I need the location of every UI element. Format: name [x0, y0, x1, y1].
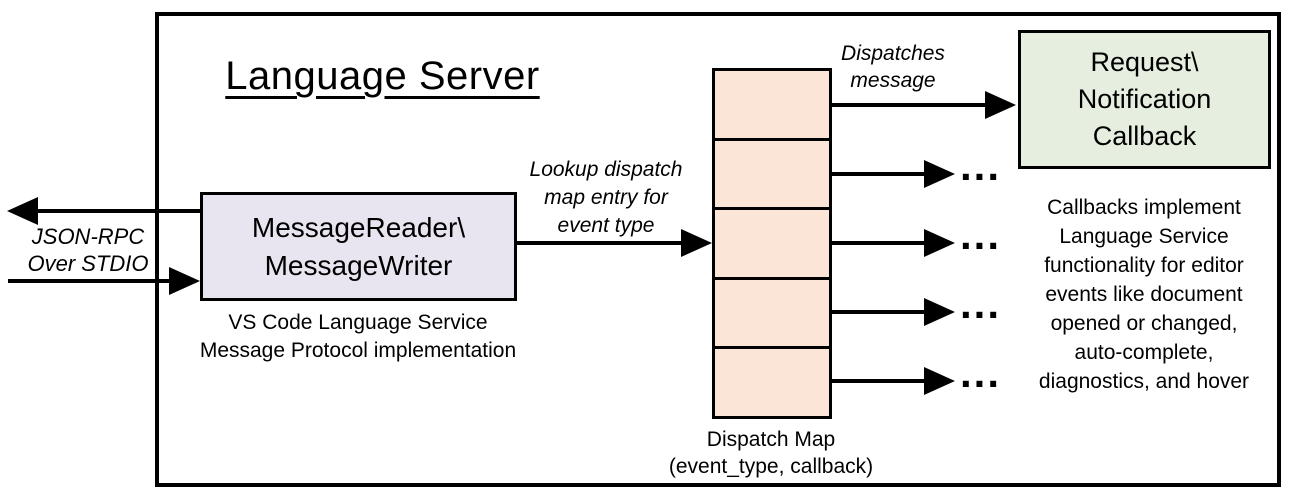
json-rpc-label-line1: JSON-RPC	[31, 224, 145, 249]
dispatch-map-cell-2	[715, 140, 829, 211]
reader-caption: VS Code Language Service Message Protoco…	[180, 309, 536, 365]
language-server-boundary-box	[155, 12, 1281, 487]
diagram-title: Language Server	[225, 54, 540, 98]
dispatch-map-cell-5	[715, 349, 829, 416]
json-rpc-label-line2: Over STDIO	[27, 251, 149, 276]
dispatches-message-label: Dispatches message	[826, 40, 960, 94]
callbacks-note: Callbacks implement Language Service fun…	[1006, 193, 1282, 396]
callbacks-note-line: Language Service	[1059, 225, 1229, 248]
dispatch-map-caption: Dispatch Map (event_type, callback)	[655, 426, 887, 480]
callbacks-note-line: events like document	[1045, 283, 1243, 306]
reader-box-line2: MessageWriter	[264, 249, 453, 281]
dispatch-map-cell-3	[715, 210, 829, 280]
callbacks-note-line: diagnostics, and hover	[1038, 370, 1250, 393]
dispatch-map-cell-1	[715, 71, 829, 141]
ellipsis-icon: ...	[960, 211, 1002, 258]
reader-caption-line2: Message Protocol implementation	[199, 339, 517, 362]
lookup-label-line1: Lookup dispatch	[529, 158, 683, 181]
lookup-label-line3: event type	[557, 214, 655, 237]
dispatches-label-line2: message	[850, 69, 936, 92]
ellipsis-icon: ...	[960, 349, 1002, 396]
callback-box-line2: Notification	[1077, 84, 1212, 114]
message-reader-writer-box: MessageReader\ MessageWriter	[200, 192, 517, 301]
dispatch-caption-line1: Dispatch Map	[706, 428, 836, 451]
dispatch-map-table	[712, 68, 832, 419]
request-notification-callback-box: Request\ Notification Callback	[1018, 30, 1271, 169]
reader-box-line1: MessageReader\	[251, 211, 466, 243]
lookup-dispatch-label: Lookup dispatch map entry for event type	[516, 156, 696, 240]
callback-box-line1: Request\	[1090, 47, 1199, 77]
reader-caption-line1: VS Code Language Service	[228, 311, 488, 334]
dispatch-map-cell-4	[715, 279, 829, 350]
dispatch-caption-line2: (event_type, callback)	[668, 455, 874, 478]
dispatches-label-line1: Dispatches	[841, 42, 945, 65]
json-rpc-label: JSON-RPC Over STDIO	[18, 223, 158, 277]
callbacks-note-line: auto-complete,	[1074, 341, 1214, 364]
lookup-label-line2: map entry for	[544, 186, 668, 209]
callback-box-line3: Callback	[1092, 121, 1197, 151]
ellipsis-icon: ...	[960, 142, 1002, 189]
callbacks-note-line: Callbacks implement	[1047, 196, 1241, 219]
ellipsis-icon: ...	[960, 280, 1002, 327]
callbacks-note-line: opened or changed,	[1050, 312, 1238, 335]
callbacks-note-line: functionality for editor	[1044, 254, 1244, 277]
